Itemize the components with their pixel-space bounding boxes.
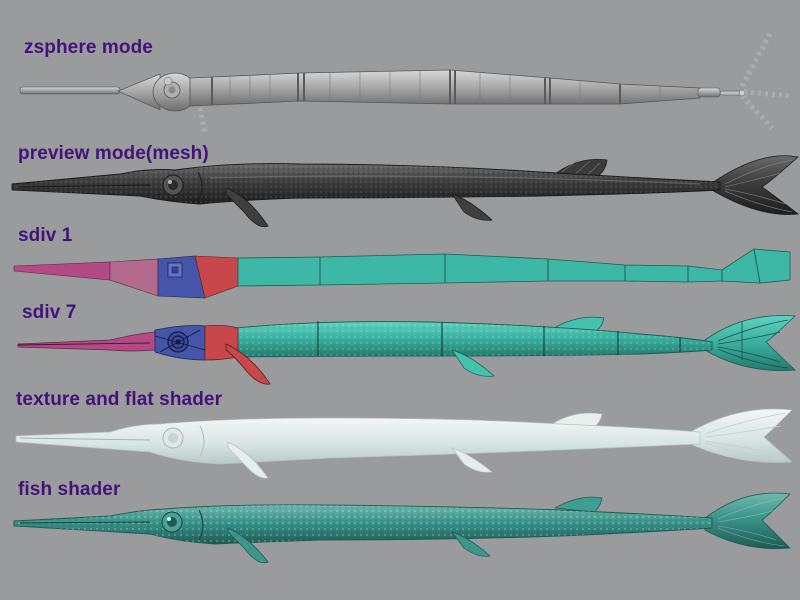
sdiv1-fish	[13, 248, 791, 299]
label-sdiv-1: sdiv 1	[18, 225, 73, 246]
label-zsphere-mode: zsphere mode	[24, 37, 153, 58]
label-sdiv-7: sdiv 7	[22, 302, 77, 323]
fish-shader-fish	[13, 492, 791, 564]
label-fish-shader: fish shader	[18, 479, 121, 500]
label-preview-mode: preview mode(mesh)	[18, 143, 209, 164]
texture-flat-fish	[15, 408, 793, 479]
zsphere-fish	[19, 32, 793, 135]
sdiv7-fish	[17, 315, 796, 385]
preview-mesh-fish	[11, 155, 800, 228]
label-texture-flat-shader: texture and flat shader	[16, 389, 223, 410]
